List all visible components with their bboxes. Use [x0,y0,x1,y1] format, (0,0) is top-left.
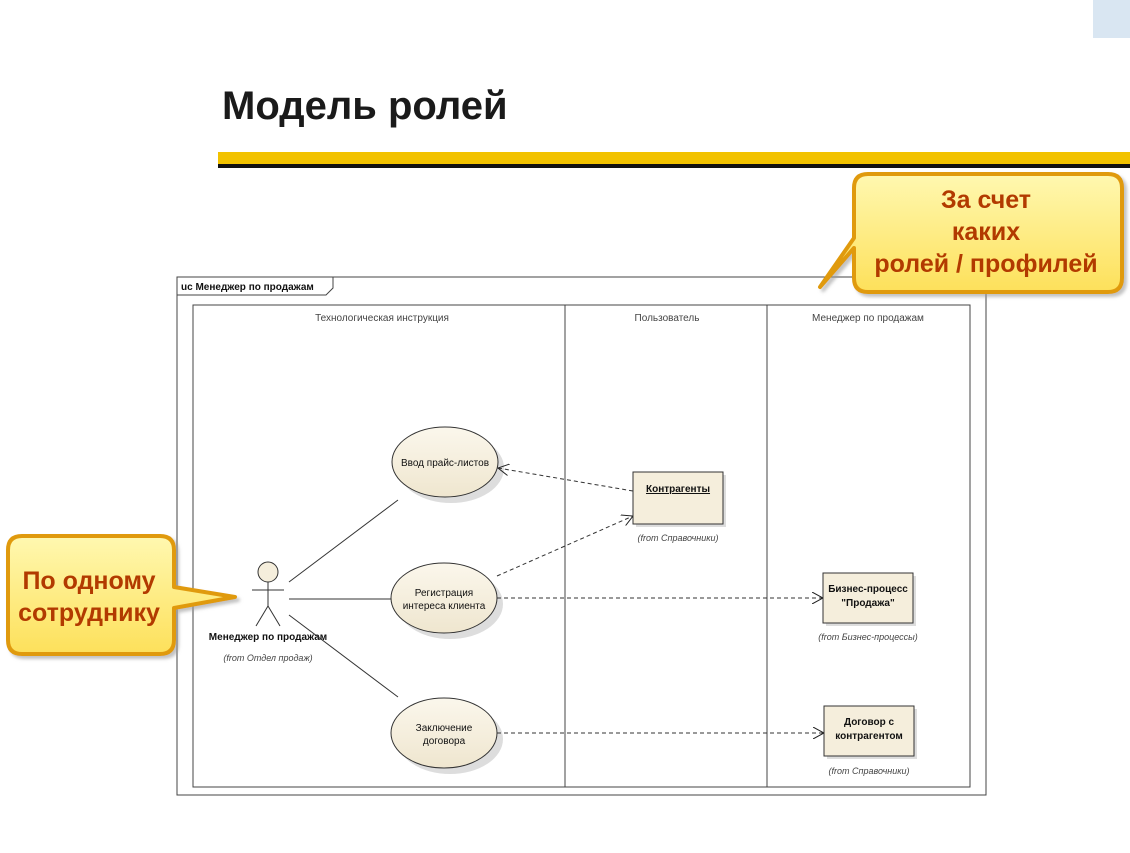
callout-left-bubble [6,534,237,656]
swimlane-container [192,304,971,788]
use-case: Заключение договора [390,697,503,774]
object-label: контрагентом [835,731,903,742]
callout-right-text: За счет каких ролей / профилей [858,184,1114,280]
object-box: Бизнес-процесс "Продажа" [822,572,916,626]
callout-left-line: сотруднику [18,599,160,627]
slide-title: Модель ролей [222,84,508,128]
use-case: Регистрация интереса клиента [390,562,503,639]
callout-right-line: ролей / профилей [874,250,1098,278]
swimlane-label: Пользователь [635,313,700,324]
frame-label: uc Менеджер по продажам [181,282,314,293]
object-label: Контрагенты [646,484,710,495]
object-box: Контрагенты [632,471,726,527]
object-label: Договор с [844,717,895,728]
actor [252,561,284,627]
callout-right-bubble [818,172,1124,294]
dependency-arrow [496,516,633,577]
use-case: Ввод прайс-листов [391,426,504,503]
frame-tab [177,277,334,296]
callout-left-text: По одному сотруднику [8,565,170,629]
callout-right-line: За счет [940,186,1032,214]
title-underline-black [218,164,1130,168]
actor-head [257,561,279,583]
callout-left-line: По одному [22,567,156,595]
use-case-label: Ввод прайс-листов [401,458,489,469]
corner-accent [1093,0,1130,38]
actor-origin: (from Отдел продаж) [223,653,312,663]
swimlane-label: Технологическая инструкция [315,313,449,324]
object-label: Бизнес-процесс [828,584,908,595]
callout-right-line: каких [951,218,1021,246]
object-origin: (from Бизнес-процессы) [818,632,918,642]
swimlane-label: Менеджер по продажам [812,313,924,324]
actor-name: Менеджер по продажам [209,632,327,643]
object-origin: (from Справочники) [638,533,719,543]
dependency-arrow [498,468,634,492]
association-line [288,499,399,583]
use-case-label: интереса клиента [403,601,486,612]
title-underline-yellow [218,152,1130,164]
association-line [288,614,399,698]
use-case-label: Регистрация [415,588,473,599]
use-case-label: Заключение [416,723,473,734]
object-origin: (from Справочники) [829,766,910,776]
object-label: "Продажа" [841,598,895,609]
object-box: Договор с контрагентом [823,705,917,759]
use-case-label: договора [423,736,466,747]
